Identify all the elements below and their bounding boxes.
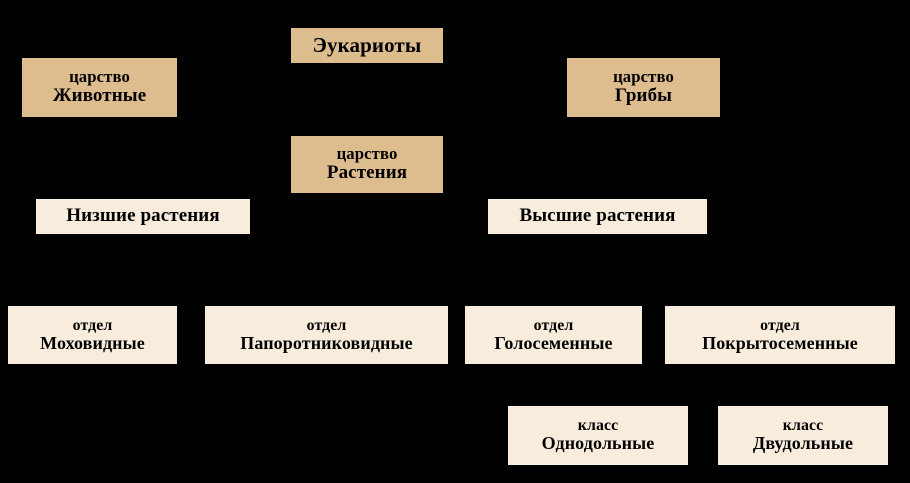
node-division-pteridophyta-name: Папоротниковидные bbox=[240, 332, 413, 353]
node-class-monocots-rank: класс bbox=[577, 417, 619, 435]
node-division-pteridophyta[interactable]: отдел Папоротниковидные bbox=[205, 306, 448, 364]
node-higher-plants-label: Высшие растения bbox=[519, 205, 676, 227]
node-division-gymnosperms[interactable]: отдел Голосеменные bbox=[465, 306, 642, 364]
node-division-angiosperms-rank: отдел bbox=[760, 316, 800, 334]
node-kingdom-animals[interactable]: царство Животные bbox=[22, 58, 177, 117]
node-kingdom-plants-name: Растения bbox=[326, 162, 408, 184]
node-kingdom-animals-name: Животные bbox=[52, 85, 147, 107]
node-class-dicots[interactable]: класс Двудольные bbox=[718, 406, 888, 465]
node-division-bryophyta[interactable]: отдел Моховидные bbox=[8, 306, 177, 364]
node-kingdom-animals-rank: царство bbox=[69, 67, 130, 87]
node-division-pteridophyta-rank: отдел bbox=[306, 316, 347, 334]
node-kingdom-plants[interactable]: царство Растения bbox=[291, 136, 443, 193]
node-kingdom-fungi-rank: царство bbox=[613, 67, 674, 87]
node-division-bryophyta-name: Моховидные bbox=[40, 332, 145, 353]
node-higher-plants[interactable]: Высшие растения bbox=[488, 199, 707, 234]
node-division-gymnosperms-rank: отдел bbox=[533, 316, 574, 334]
node-kingdom-fungi[interactable]: царство Грибы bbox=[567, 58, 720, 117]
node-lower-plants-label: Низшие растения bbox=[66, 205, 220, 227]
node-class-monocots[interactable]: класс Однодольные bbox=[508, 406, 688, 465]
node-division-bryophyta-rank: отдел bbox=[72, 316, 113, 334]
node-class-dicots-rank: класс bbox=[782, 417, 824, 435]
node-kingdom-plants-rank: царство bbox=[336, 144, 398, 164]
node-lower-plants[interactable]: Низшие растения bbox=[36, 199, 250, 234]
node-kingdom-fungi-name: Грибы bbox=[614, 85, 673, 107]
node-eukaryotes[interactable]: Эукариоты bbox=[291, 28, 443, 63]
node-eukaryotes-line1: Эукариоты bbox=[312, 33, 422, 58]
node-division-angiosperms[interactable]: отдел Покрытосеменные bbox=[665, 306, 895, 364]
node-division-angiosperms-name: Покрытосеменные bbox=[702, 332, 858, 353]
node-class-monocots-name: Однодольные bbox=[541, 433, 655, 454]
node-division-gymnosperms-name: Голосеменные bbox=[494, 332, 613, 353]
node-class-dicots-name: Двудольные bbox=[752, 433, 854, 454]
